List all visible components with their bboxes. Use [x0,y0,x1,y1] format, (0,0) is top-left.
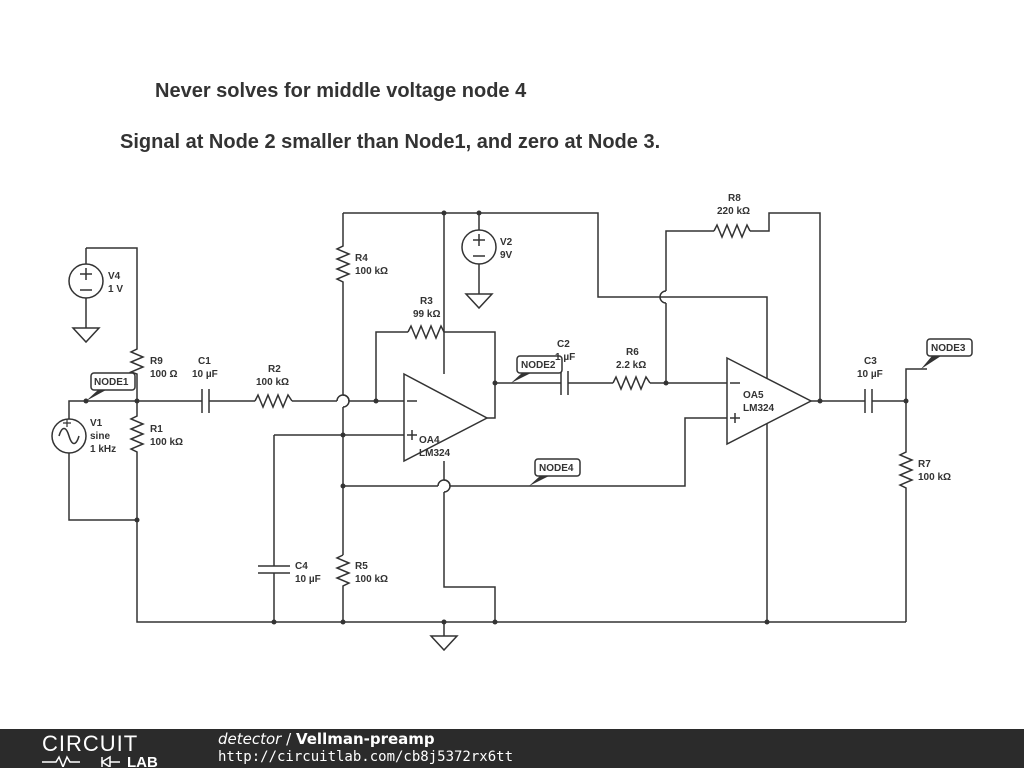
r3-value: 99 kΩ [413,309,440,320]
component-labels: V4 1 V V1 sine 1 kHz R9 100 Ω R1 100 kΩ … [90,193,951,585]
sine-source-v1[interactable] [51,418,87,454]
v1-name: V1 [90,418,103,429]
v2-name: V2 [500,237,513,248]
c2-name: C2 [557,339,570,350]
node-flag-node1[interactable]: NODE1 [86,372,136,401]
r2-name: R2 [268,364,281,375]
r5-value: 100 kΩ [355,574,388,585]
oa4-name: OA4 [419,435,440,446]
r4-value: 100 kΩ [355,266,388,277]
oa5-name: OA5 [743,390,764,401]
r5-name: R5 [355,561,368,572]
node1-label: NODE1 [94,377,129,388]
r8-name: R8 [728,193,741,204]
r6-value: 2.2 kΩ [616,360,646,371]
ground-symbol-main [429,635,459,652]
oa5-model: LM324 [743,403,775,414]
path-separator: / [286,730,292,748]
v4-value: 1 V [108,284,123,295]
r7-name: R7 [918,459,931,470]
voltage-source-v4[interactable] [68,263,104,299]
note-line-1: Never solves for middle voltage node 4 [155,80,527,102]
project-name-link[interactable]: Vellman-preamp [295,730,435,748]
r1-name: R1 [150,424,163,435]
r6-name: R6 [626,347,639,358]
r9-name: R9 [150,356,163,367]
logo-circuit-text: CIRCUIT [42,731,138,756]
c2-value: 1 µF [555,352,575,363]
v1-type: sine [90,431,110,442]
c1-name: C1 [198,356,211,367]
node4-label: NODE4 [539,463,574,474]
junctions [83,210,909,625]
r9-value: 100 Ω [150,369,177,380]
node-flag-node2[interactable]: NODE2 [511,355,563,383]
r8-value: 220 kΩ [717,206,750,217]
r3-name: R3 [420,296,433,307]
c1-value: 10 µF [192,369,218,380]
node2-label: NODE2 [521,360,556,371]
c4-name: C4 [295,561,308,572]
c4-value: 10 µF [295,574,321,585]
c3-value: 10 µF [857,369,883,380]
project-path: detector / Vellman-preamp [218,730,435,748]
opamp-oa4[interactable] [403,372,489,463]
ground-symbol-v2 [464,293,494,310]
r1-value: 100 kΩ [150,437,183,448]
v4-name: V4 [108,271,121,282]
note-line-2: Signal at Node 2 smaller than Node1, and… [120,131,661,153]
v2-value: 9V [500,250,513,261]
r2-value: 100 kΩ [256,377,289,388]
project-url-link[interactable]: http://circuitlab.com/cb8j5372rx6tt [218,749,514,765]
project-owner-link[interactable]: detector [218,730,282,748]
logo-lab-text: LAB [127,754,158,767]
opamp-oa5[interactable] [726,356,813,446]
node-flag-node3[interactable]: NODE3 [921,338,973,369]
node3-label: NODE3 [931,343,966,354]
wires [68,212,927,636]
r4-name: R4 [355,253,368,264]
r7-value: 100 kΩ [918,472,951,483]
node-flag-node4[interactable]: NODE4 [529,458,581,486]
footer-bar: CIRCUIT LAB detector / Vellman-preamp ht… [0,729,1024,768]
circuitlab-logo[interactable]: CIRCUIT LAB [42,731,182,767]
ground-symbol-v4 [71,327,101,344]
oa4-model: LM324 [419,448,451,459]
v1-freq: 1 kHz [90,444,116,455]
voltage-source-v2[interactable] [461,229,497,265]
c3-name: C3 [864,356,877,367]
schematic-canvas: NODE1 NODE2 NODE3 NODE4 V4 1 V V1 sine 1… [51,193,973,652]
